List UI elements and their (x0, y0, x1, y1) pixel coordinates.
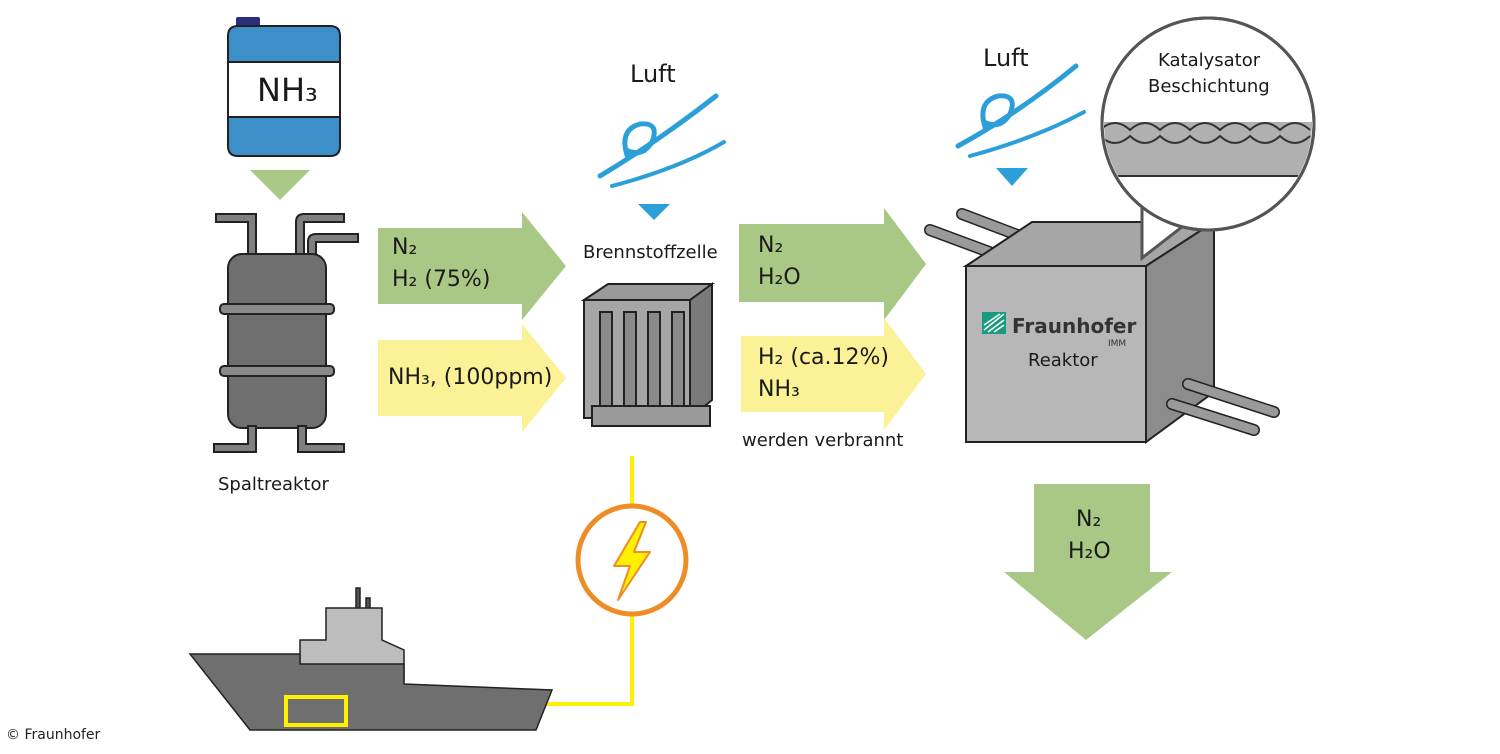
output-line2: H₂O (1068, 539, 1111, 564)
reactor-institute: IMM (1108, 339, 1127, 349)
arrow-yellow-1-text: NH₃, (100ppm) (388, 362, 552, 394)
copyright-label: © Fraunhofer (6, 727, 101, 743)
air-2-label: Luft (983, 44, 1029, 72)
air-swirl-2-icon (955, 63, 1086, 158)
arrow-green-2-text: N₂ H₂O (758, 230, 801, 294)
arrow-yellow-2-line2: NH₃ (758, 377, 800, 402)
output-line1: N₂ (1076, 507, 1102, 532)
arrow-green-2-line2: H₂O (758, 265, 801, 290)
burn-note: werden verbrannt (742, 430, 904, 451)
spaltreaktor-label: Spaltreaktor (218, 474, 329, 495)
air-swirl-1-icon (597, 93, 726, 188)
reactor-brand: Fraunhofer (1012, 314, 1137, 338)
canister-down-arrow (250, 170, 310, 200)
fuel-cell-label: Brennstoffzelle (583, 242, 718, 263)
arrow-yellow-1-line1: NH₃, (100ppm) (388, 365, 553, 390)
canister-label: NH₃ (257, 71, 318, 109)
arrow-yellow-2-text: H₂ (ca.12%) NH₃ (758, 342, 889, 406)
arrow-green-2 (739, 208, 926, 320)
air-1-down-arrow (638, 204, 670, 220)
arrow-yellow-2-line1: H₂ (ca.12%) (758, 345, 889, 370)
catalyst-magnifier-icon (1100, 16, 1316, 262)
arrow-green-1 (378, 212, 566, 320)
reactor-label: Reaktor (1028, 350, 1098, 371)
output-arrow (1004, 484, 1172, 640)
spaltreaktor-icon (213, 213, 359, 453)
air-2-down-arrow (996, 168, 1028, 186)
air-1-label: Luft (630, 60, 676, 88)
fuel-cell-icon (580, 282, 716, 427)
arrow-green-1-text: N₂ H₂ (75%) (392, 232, 490, 296)
arrow-green-1-line1: N₂ (392, 235, 418, 260)
ship-battery-box (284, 695, 348, 727)
catalyst-line2: Beschichtung (1148, 76, 1270, 97)
lightning-icon (575, 503, 689, 617)
arrow-yellow-1 (378, 324, 566, 432)
fraunhofer-logo-icon (982, 312, 1006, 334)
arrow-yellow-2 (741, 318, 926, 430)
arrow-green-1-line2: H₂ (75%) (392, 267, 491, 292)
nh3-canister-icon (227, 17, 341, 157)
arrow-green-2-line1: N₂ (758, 233, 784, 258)
output-arrow-text: N₂ H₂O (1068, 504, 1111, 568)
catalyst-line1: Katalysator (1158, 50, 1261, 71)
reactor-icon (924, 208, 1280, 444)
ship-icon (188, 587, 554, 731)
